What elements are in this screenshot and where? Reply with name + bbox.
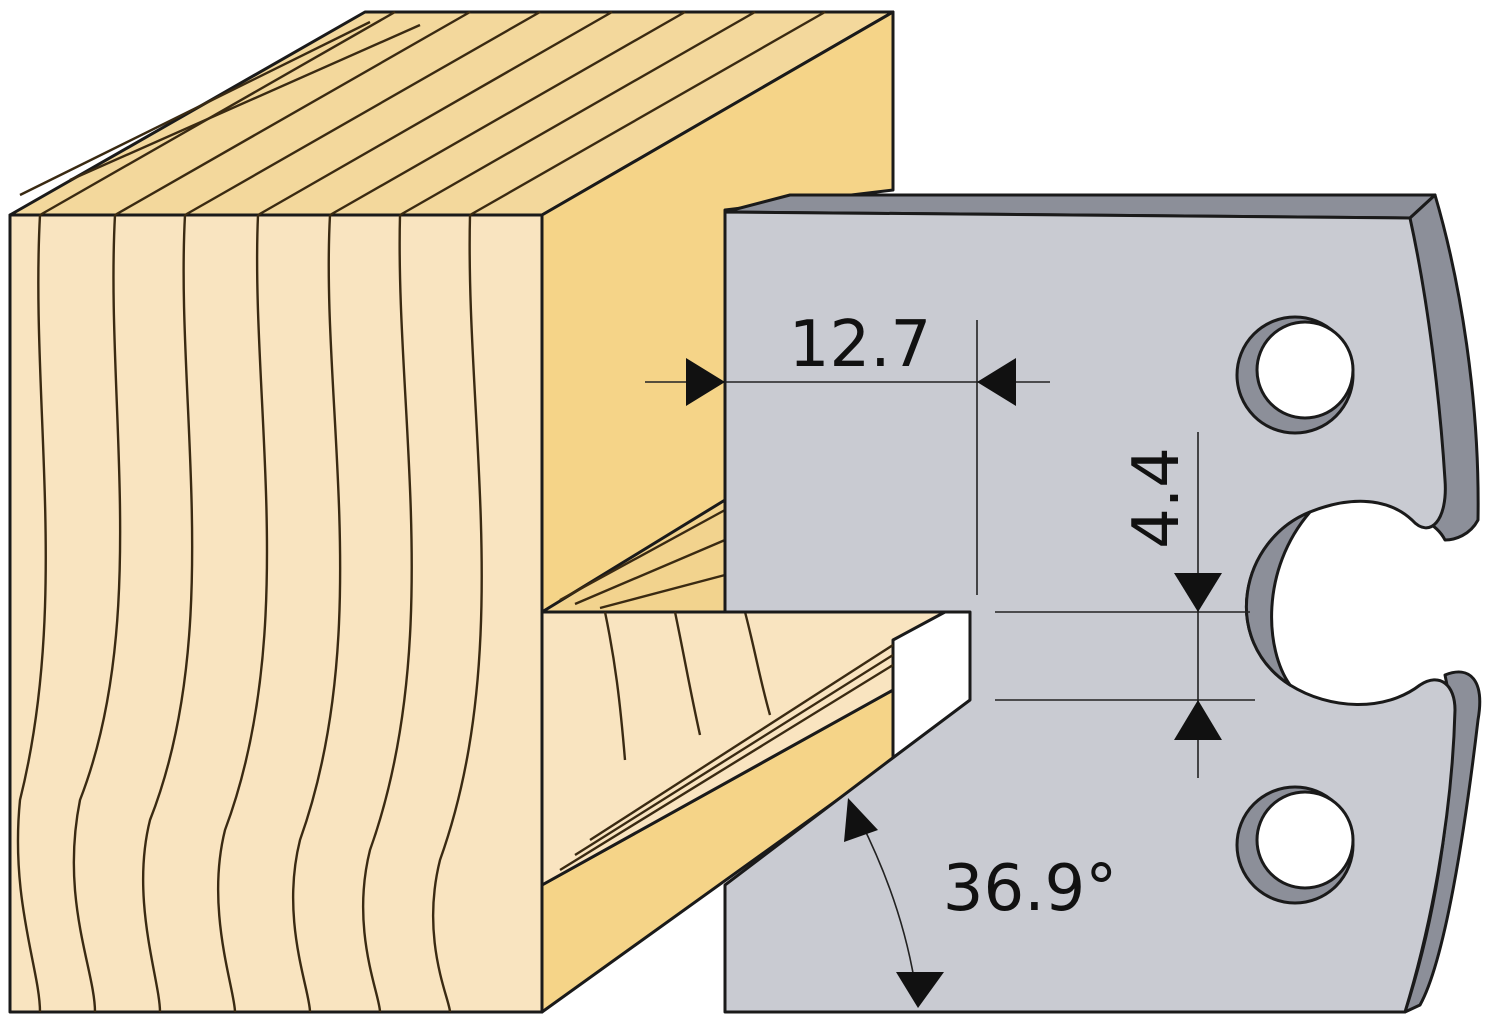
wood-grain-front bbox=[16, 214, 483, 1013]
depth-label: 4.4 bbox=[1120, 447, 1194, 549]
mounting-hole-bottom bbox=[1235, 785, 1355, 905]
wood-grain-chamfer bbox=[559, 508, 894, 872]
wood-front-face bbox=[8, 213, 544, 1014]
center-notch-shadow bbox=[1245, 510, 1312, 687]
width-label: 12.7 bbox=[789, 308, 932, 382]
angle-dimension: 36.9° bbox=[844, 798, 1117, 1008]
width-dimension: 12.7 bbox=[645, 308, 1050, 595]
angle-arrow-top bbox=[844, 798, 878, 842]
arrow-right-head bbox=[977, 358, 1016, 406]
arrow-up-head bbox=[1174, 700, 1222, 740]
depth-dimension: 4.4 bbox=[995, 432, 1255, 778]
wood-block bbox=[8, 10, 947, 1014]
wood-grain-top bbox=[19, 10, 826, 217]
arrow-left-head bbox=[686, 358, 725, 406]
mounting-hole-top bbox=[1235, 315, 1355, 435]
angle-arrow-bottom bbox=[896, 972, 944, 1008]
arrow-down-head bbox=[1174, 573, 1222, 612]
angle-label: 36.9° bbox=[943, 852, 1118, 926]
